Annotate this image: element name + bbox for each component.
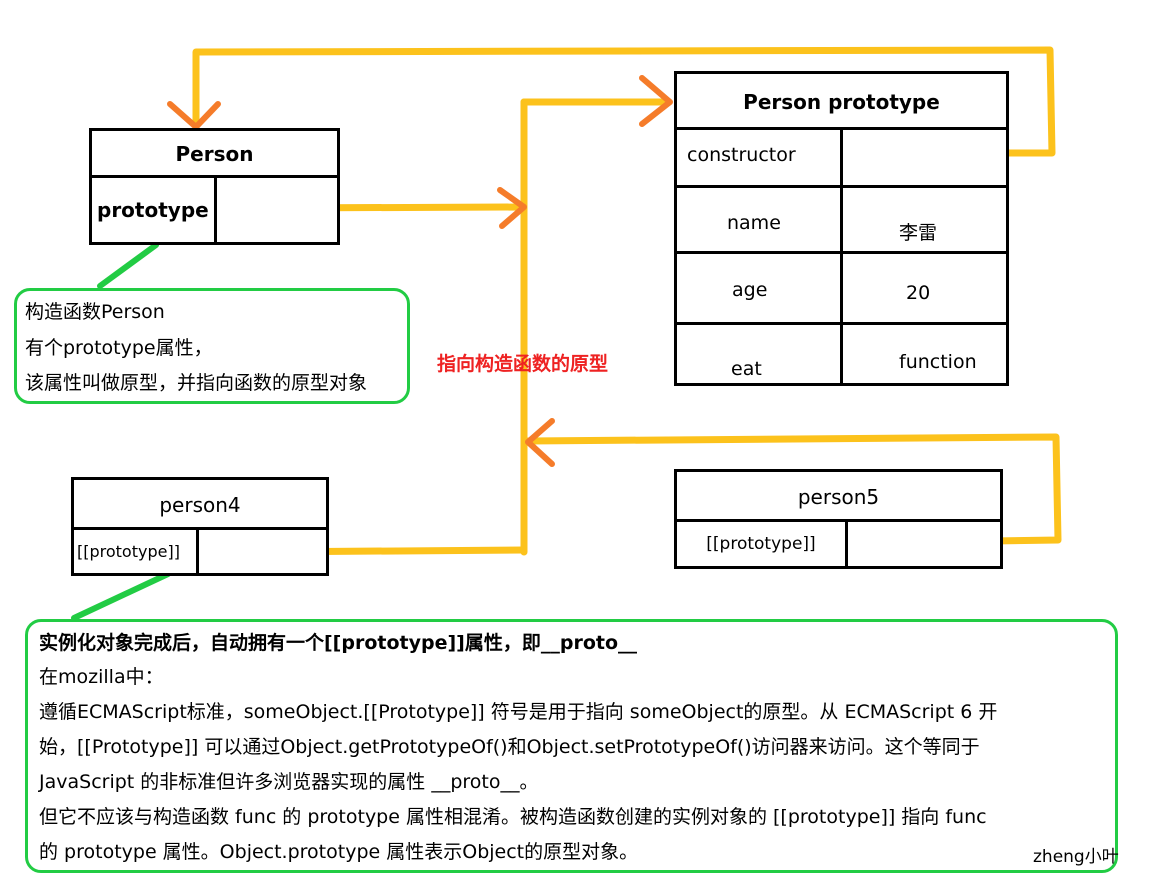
person4-title-cell: person4 bbox=[74, 480, 326, 529]
person-prototype-box: Person prototype constructor name 李雷 age… bbox=[674, 71, 1009, 386]
arrow-label: 指向构造函数的原型 bbox=[437, 353, 609, 375]
note2-line: 始，[[Prototype]] 可以通过Object.getPrototypeO… bbox=[39, 736, 980, 758]
prototype-arrowhead bbox=[639, 75, 673, 127]
person4-prototype-label: [[prototype]] bbox=[77, 542, 180, 561]
person5-box: person5 [[prototype]] bbox=[674, 469, 1003, 569]
person4-prototype-cell: [[prototype]] bbox=[77, 530, 196, 573]
person-box: Person prototype bbox=[89, 128, 340, 245]
person5-title: person5 bbox=[797, 484, 880, 509]
person-pointer-arrowhead bbox=[497, 187, 527, 229]
note2-connector bbox=[71, 571, 171, 621]
note2-line: 但它不应该与构造函数 func 的 prototype 属性相混淆。被构造函数创… bbox=[39, 806, 987, 828]
age-value: 20 bbox=[906, 282, 931, 304]
divider bbox=[845, 519, 848, 566]
eat-value: function bbox=[899, 351, 977, 373]
person5-prototype-label: [[prototype]] bbox=[706, 534, 816, 554]
person-title-cell: Person bbox=[92, 131, 337, 177]
person5-prototype-cell: [[prototype]] bbox=[677, 522, 845, 566]
note2-heading: 实例化对象完成后，自动拥有一个[[prototype]]属性，即__proto_… bbox=[39, 632, 638, 654]
divider bbox=[677, 519, 1000, 522]
person5-title-cell: person5 bbox=[677, 472, 1000, 521]
note1-line: 该属性叫做原型，并指向函数的原型对象 bbox=[25, 372, 368, 394]
name-value: 李雷 bbox=[899, 222, 938, 244]
note1-line: 有个prototype属性， bbox=[25, 337, 213, 359]
person-prototype-label: prototype bbox=[97, 198, 209, 222]
divider bbox=[840, 127, 843, 383]
divider bbox=[214, 175, 217, 242]
person-title: Person bbox=[175, 142, 254, 166]
note1-line: 构造函数Person bbox=[25, 301, 165, 323]
person-prototype-title: Person prototype bbox=[743, 89, 940, 114]
note1-connector bbox=[97, 242, 159, 289]
note-instance: 实例化对象完成后，自动拥有一个[[prototype]]属性，即__proto_… bbox=[25, 619, 1118, 873]
eat-key: eat bbox=[731, 358, 762, 380]
note2-line: 的 prototype 属性。Object.prototype 属性表示Obje… bbox=[39, 841, 639, 863]
divider bbox=[196, 527, 199, 573]
divider bbox=[74, 527, 326, 530]
constructor-arrowhead bbox=[167, 101, 221, 130]
person5-arrowhead bbox=[525, 418, 555, 467]
name-key: name bbox=[727, 212, 781, 234]
person4-box: person4 [[prototype]] bbox=[71, 477, 329, 576]
watermark: zheng小叶 bbox=[1033, 847, 1119, 867]
note2-line: 在mozilla中： bbox=[39, 666, 164, 688]
person4-title: person4 bbox=[159, 492, 241, 517]
note2-line: JavaScript 的非标准但许多浏览器实现的属性 __proto__。 bbox=[39, 771, 539, 793]
person-prototype-label-cell: prototype bbox=[97, 178, 214, 242]
constructor-key: constructor bbox=[687, 144, 796, 166]
note-constructor: 构造函数Person 有个prototype属性， 该属性叫做原型，并指向函数的… bbox=[14, 288, 410, 404]
person-prototype-title-cell: Person prototype bbox=[677, 74, 1006, 129]
age-key: age bbox=[732, 279, 768, 301]
note2-line: 遵循ECMAScript标准，someObject.[[Prototype]] … bbox=[39, 701, 998, 723]
